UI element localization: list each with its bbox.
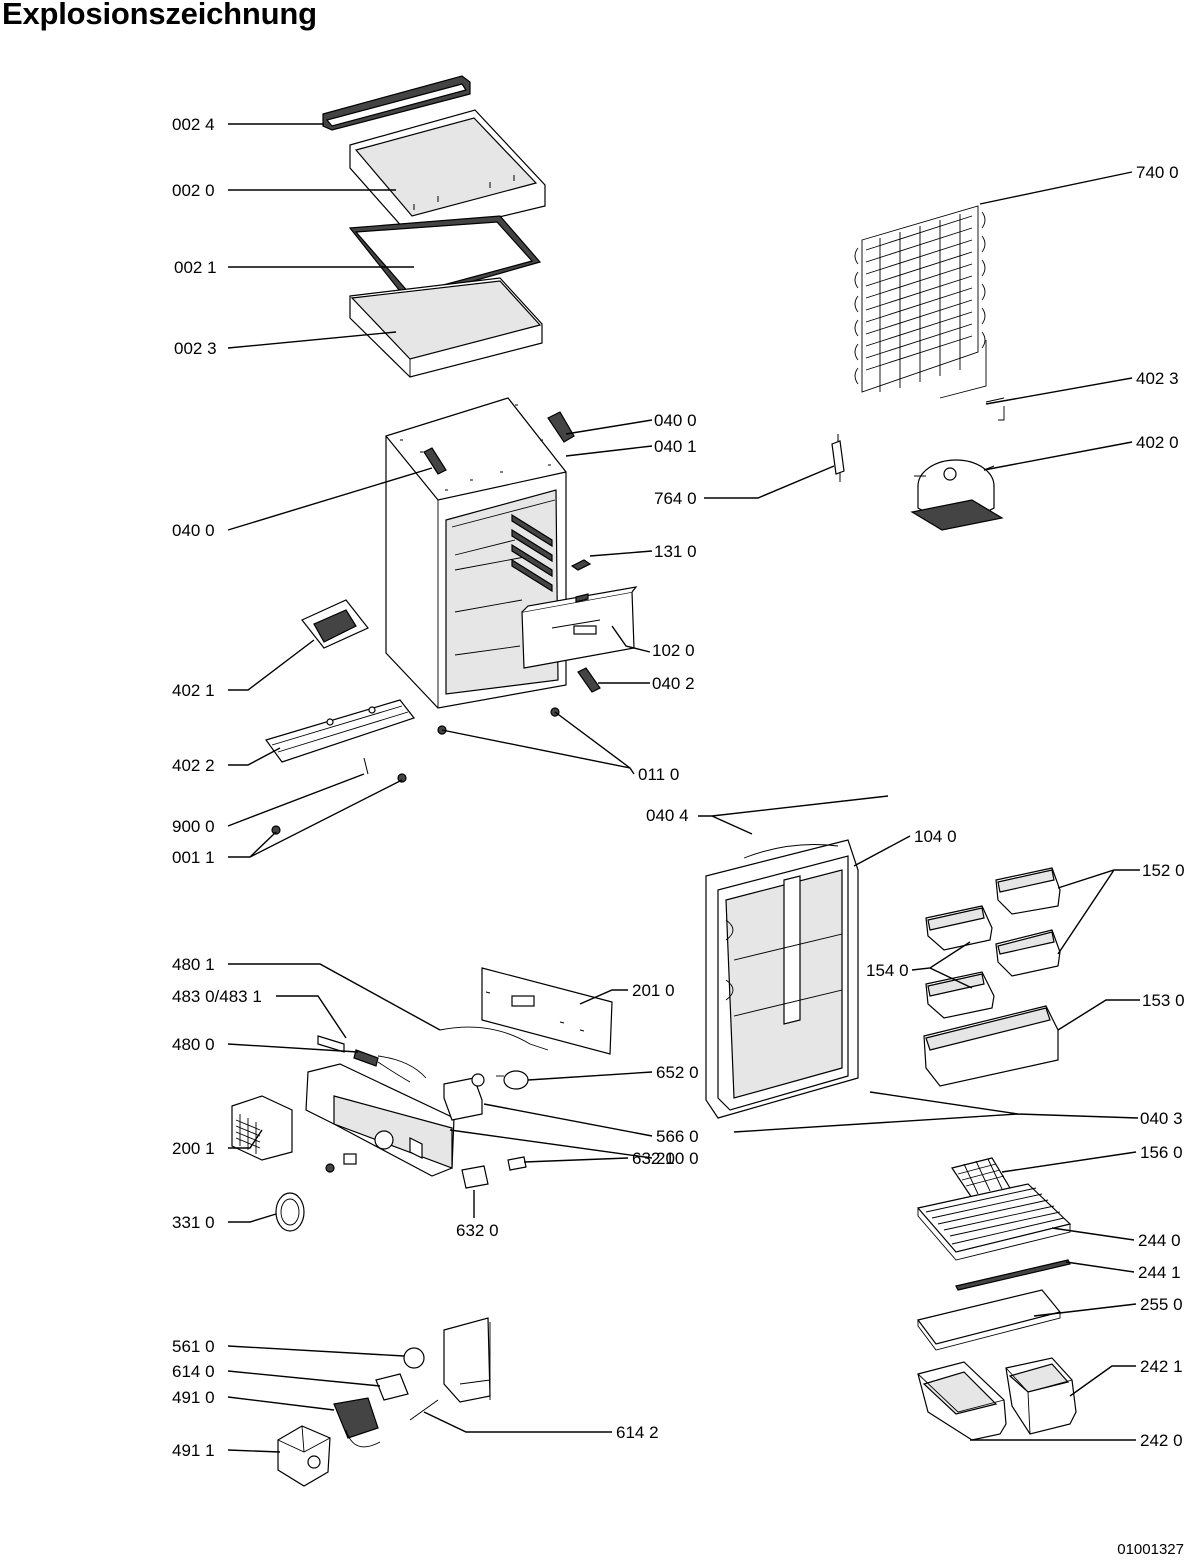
label-480-1: 480 1	[172, 955, 215, 974]
label-040-0-left: 040 0	[172, 521, 215, 540]
label-011-0: 011 0	[638, 765, 679, 784]
label-040-2: 040 2	[652, 674, 695, 693]
label-002-1: 002 1	[174, 258, 217, 277]
compressor-bracket	[443, 1317, 491, 1403]
terminal-cover-491	[277, 1425, 331, 1487]
fridge-door	[705, 839, 859, 1119]
label-156-0: 156 0	[1140, 1143, 1183, 1162]
capillary-tube	[985, 397, 1005, 421]
gasket-ring-331	[275, 1192, 305, 1232]
label-040-4: 040 4	[646, 806, 689, 825]
label-255-0: 255 0	[1140, 1295, 1183, 1314]
top-trim-strip	[322, 75, 471, 131]
hinge-top	[423, 411, 575, 475]
label-491-1: 491 1	[172, 1441, 215, 1460]
label-200-0: 200 0	[656, 1149, 699, 1168]
clamp-wire	[409, 1399, 439, 1421]
label-242-0: 242 0	[1140, 1431, 1183, 1450]
clip	[343, 1153, 357, 1165]
label-104-0: 104 0	[914, 827, 957, 846]
harness-480-1	[439, 1026, 549, 1051]
label-764-0: 764 0	[654, 489, 697, 508]
label-002-3: 002 3	[174, 339, 217, 358]
label-131-0: 131 0	[654, 542, 697, 561]
label-632-0: 632 0	[456, 1221, 499, 1240]
thermostat-knob-131	[570, 559, 592, 571]
cabinet-body	[385, 397, 567, 709]
label-402-0: 402 0	[1136, 433, 1179, 452]
control-panel-201	[481, 967, 613, 1055]
label-242-1: 242 1	[1140, 1357, 1183, 1376]
worktop-board	[349, 277, 543, 378]
label-200-1: 200 1	[172, 1139, 215, 1158]
switch-632-0	[461, 1165, 489, 1189]
wire-shelf	[916, 1183, 1072, 1261]
lamp-socket-483	[317, 1035, 345, 1053]
leader-lines	[227, 123, 1140, 1453]
condenser-coil	[854, 205, 987, 399]
label-614-2: 614 2	[616, 1423, 659, 1442]
label-002-4: 002 4	[172, 115, 215, 134]
light-housing-200	[305, 1063, 455, 1177]
label-040-3: 040 3	[1140, 1109, 1183, 1128]
label-483-0-483-1: 483 0/483 1	[172, 987, 262, 1006]
door-shelf-mid-right	[995, 929, 1061, 977]
wiring-harness-480	[353, 1049, 427, 1083]
switch-632-1	[507, 1156, 527, 1171]
freezer-compartment-door	[521, 586, 638, 669]
crisper-left	[917, 1361, 1007, 1441]
crisper-right	[1005, 1357, 1077, 1435]
lamp-cover-200-1	[231, 1095, 293, 1161]
label-402-2: 402 2	[172, 756, 215, 775]
bottle-shelf	[923, 1005, 1059, 1087]
label-561-0: 561 0	[172, 1337, 215, 1356]
label-001-1: 001 1	[172, 848, 215, 867]
label-002-0: 002 0	[172, 181, 215, 200]
screw-small	[325, 1163, 335, 1173]
thermostat-566	[443, 1073, 485, 1121]
label-331-0: 331 0	[172, 1213, 215, 1232]
shelf-trim	[955, 1259, 1071, 1291]
water-channel	[265, 699, 415, 763]
label-040-1: 040 1	[654, 437, 697, 456]
label-652-0: 652 0	[656, 1063, 699, 1082]
drip-tray	[301, 599, 369, 649]
label-040-0-right: 040 0	[654, 411, 697, 430]
glass-shelf	[916, 1289, 1062, 1351]
part-labels: 002 4 002 0 002 1 002 3 040 0 040 0 040 …	[172, 115, 1185, 1460]
label-201-0: 201 0	[632, 981, 675, 1000]
page-title: Explosionszeichnung	[2, 0, 317, 31]
label-402-1: 402 1	[172, 681, 215, 700]
label-614-0: 614 0	[172, 1362, 215, 1381]
label-566-0: 566 0	[656, 1127, 699, 1146]
starter-relay	[333, 1347, 425, 1448]
door-shelf-upper-right	[995, 867, 1061, 915]
filter-drier	[831, 434, 845, 482]
top-cover	[349, 109, 546, 239]
label-480-0: 480 0	[172, 1035, 215, 1054]
label-491-0: 491 0	[172, 1388, 215, 1407]
label-244-0: 244 0	[1138, 1231, 1181, 1250]
label-632-1: 632 1	[632, 1149, 675, 1168]
label-244-1: 244 1	[1138, 1263, 1181, 1282]
bottom-hinge	[577, 667, 601, 693]
label-102-0: 102 0	[652, 641, 695, 660]
label-402-3: 402 3	[1136, 369, 1179, 388]
insulation-sheet	[348, 215, 542, 301]
label-153-0: 153 0	[1142, 991, 1185, 1010]
door-shelf-lower-left	[925, 971, 995, 1019]
lamp-bulb-652	[496, 1070, 529, 1090]
label-154-0: 154 0	[866, 961, 909, 980]
label-740-0: 740 0	[1136, 163, 1179, 182]
compressor	[910, 459, 1004, 531]
label-152-0: 152 0	[1142, 861, 1185, 880]
label-900-0: 900 0	[172, 817, 215, 836]
document-number: 01001327	[1117, 1541, 1184, 1558]
door-shelf-mid-left	[925, 905, 993, 951]
